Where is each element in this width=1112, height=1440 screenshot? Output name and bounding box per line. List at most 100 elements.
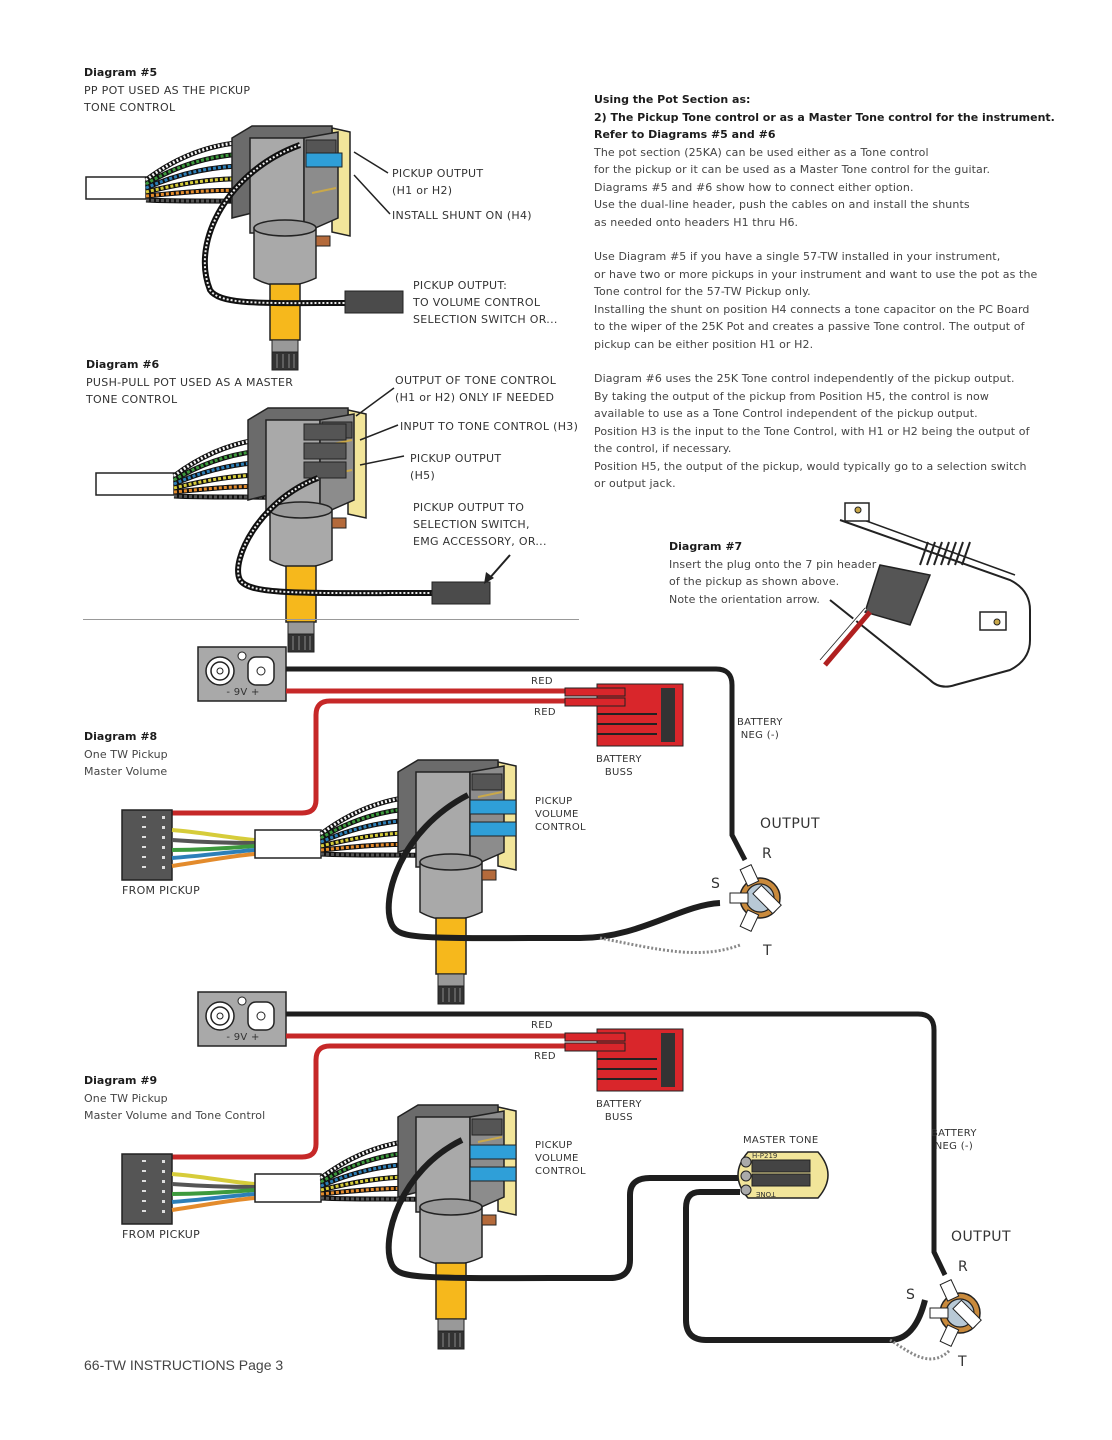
label-line: VOLUME <box>535 1153 579 1164</box>
pickup-connector <box>121 809 173 881</box>
cable-sleeve <box>95 472 175 496</box>
text-line: or have two or more pickups in your inst… <box>594 267 1038 281</box>
output-jack <box>729 863 782 933</box>
instructions-para3: Diagram #6 uses the 25K Tone control ind… <box>594 370 1055 493</box>
shunt <box>305 152 343 168</box>
battery-buss-label: BATTERY BUSS <box>596 1098 642 1124</box>
pickup-volume-label: PICKUP VOLUME CONTROL <box>535 795 586 834</box>
callout-line: (H1 or H2) ONLY IF NEEDED <box>395 391 555 404</box>
callout-line: OUTPUT OF TONE CONTROL <box>395 374 557 387</box>
battery-neg-label: BATTERY NEG (-) <box>931 1127 977 1153</box>
text-line: of the pickup as shown above. <box>669 575 840 588</box>
callout-line: PICKUP OUTPUT <box>392 167 484 180</box>
output-plug <box>431 581 491 605</box>
instructions-para2: Use Diagram #5 if you have a single 57-T… <box>594 248 1055 353</box>
red-wire-label-bottom: RED <box>534 1051 556 1062</box>
pickup-connector <box>121 1153 173 1225</box>
diagram7-caption: Diagram #7 Insert the plug onto the 7 pi… <box>669 538 876 608</box>
red-wire-label-top: RED <box>531 676 553 687</box>
diagram6-caption: Diagram #6 PUSH-PULL POT USED AS A MASTE… <box>86 356 293 408</box>
text-line: One TW Pickup <box>84 1091 168 1105</box>
pickup-volume-pot <box>397 759 517 1005</box>
callout-line: SELECTION SWITCH, <box>413 518 530 531</box>
label-line: BUSS <box>604 767 633 778</box>
diagram8-artwork <box>121 646 782 1005</box>
battery-neg-label: BATTERY NEG (-) <box>737 716 783 742</box>
diagram5-artwork <box>85 125 404 371</box>
section-divider <box>83 619 579 620</box>
output-label: OUTPUT <box>760 816 821 832</box>
text-line: Tone control for the 57-TW Pickup only. <box>594 285 811 298</box>
diagram6-subtitle-2: TONE CONTROL <box>86 392 178 406</box>
text-line: Use the dual-line header, push the cable… <box>594 198 970 211</box>
callout-pickup-output-h5: PICKUP OUTPUT (H5) <box>410 450 501 484</box>
label-line: PICKUP <box>535 1140 573 1151</box>
page-footer: 66-TW INSTRUCTIONS Page 3 <box>84 1357 284 1373</box>
instructions-refer: Refer to Diagrams #5 and #6 <box>594 128 776 141</box>
callout-output-tone: OUTPUT OF TONE CONTROL (H1 or H2) ONLY I… <box>395 372 556 406</box>
battery-buss <box>564 683 684 747</box>
board-top-label: H-P219 <box>752 1152 778 1160</box>
label-line: CONTROL <box>535 1166 586 1177</box>
diagram6-subtitle-1: PUSH-PULL POT USED AS A MASTER <box>86 375 294 389</box>
battery-neg-wire <box>286 1011 948 1277</box>
cable-sleeve <box>254 1173 322 1203</box>
label-line: NEG (-) <box>740 730 780 741</box>
callout-line: SELECTION SWITCH OR... <box>413 313 558 326</box>
instructions-para1: The pot section (25KA) can be used eithe… <box>594 144 1055 232</box>
text-line: Position H3 is the input to the Tone Con… <box>594 424 1030 438</box>
text-line: Master Volume <box>84 765 168 778</box>
diagram5-title: Diagram #5 <box>84 66 158 79</box>
text-line: as needed onto headers H1 thru H6. <box>594 215 799 229</box>
label-line: NEG (-) <box>934 1141 974 1152</box>
callout-line: PICKUP OUTPUT: <box>413 279 508 292</box>
output-label: OUTPUT <box>951 1229 1012 1245</box>
output-jack <box>929 1278 982 1348</box>
callout-line: PICKUP OUTPUT <box>410 452 502 465</box>
red-wire-label-top: RED <box>531 1020 553 1031</box>
callout-pickup-output: PICKUP OUTPUT (H1 or H2) <box>392 165 483 199</box>
label-line: BATTERY <box>596 754 642 765</box>
text-line: Diagram #6 uses the 25K Tone control ind… <box>594 372 1015 385</box>
jack-tip-label: T <box>763 943 773 959</box>
text-line: pickup can be either position H1 or H2. <box>594 337 814 351</box>
red-wire-bottom <box>172 698 565 816</box>
callout-line: PICKUP OUTPUT TO <box>413 501 525 514</box>
text-line: Use Diagram #5 if you have a single 57-T… <box>594 250 1001 263</box>
callout-pickup-output-to-switch: PICKUP OUTPUT TO SELECTION SWITCH, EMG A… <box>413 499 547 550</box>
battery-neg-wire <box>286 666 748 862</box>
red-wire-label-bottom: RED <box>534 707 556 718</box>
output-plug <box>344 290 404 314</box>
label-line: PICKUP <box>535 796 573 807</box>
callout-install-shunt: INSTALL SHUNT ON (H4) <box>392 209 532 222</box>
text-line: for the pickup or it can be used as a Ma… <box>594 163 991 176</box>
diagram7-artwork <box>818 502 1031 688</box>
battery-polarity-label: - 9V + <box>226 687 260 698</box>
cable-sleeve <box>254 829 322 859</box>
battery-polarity-label: - 9V + <box>226 1032 260 1043</box>
text-line: One TW Pickup <box>84 747 168 761</box>
text-line: Insert the plug onto the 7 pin header <box>669 557 877 571</box>
text-line: Diagrams #5 and #6 show how to connect e… <box>594 180 914 194</box>
label-line: BATTERY <box>737 717 783 728</box>
tone-cable <box>385 1137 740 1282</box>
diagram8-title: Diagram #8 <box>84 730 158 743</box>
text-line: the control, if necessary. <box>594 442 732 455</box>
text-line: to the wiper of the 25K Pot and creates … <box>594 320 1025 333</box>
diagram9-artwork <box>121 991 982 1361</box>
callout-line: (H5) <box>410 469 436 482</box>
jack-sleeve-label: S <box>906 1287 916 1303</box>
diagram8-caption: Diagram #8 One TW Pickup Master Volume <box>84 728 168 781</box>
callout-line: TO VOLUME CONTROL <box>413 296 541 309</box>
text-line: Position H5, the output of the pickup, w… <box>594 459 1027 473</box>
text-line: or output jack. <box>594 477 676 490</box>
cable-sleeve <box>85 176 147 200</box>
jack-ring-label: R <box>762 846 773 862</box>
instructions-block: Using the Pot Section as: 2) The Pickup … <box>594 91 1055 493</box>
diagram7-title: Diagram #7 <box>669 540 743 553</box>
from-pickup-label: FROM PICKUP <box>122 1228 201 1241</box>
label-line: BATTERY <box>931 1128 977 1139</box>
diagram6-artwork <box>95 387 511 653</box>
label-line: CONTROL <box>535 822 586 833</box>
board-bottom-label: TONE <box>756 1190 776 1198</box>
